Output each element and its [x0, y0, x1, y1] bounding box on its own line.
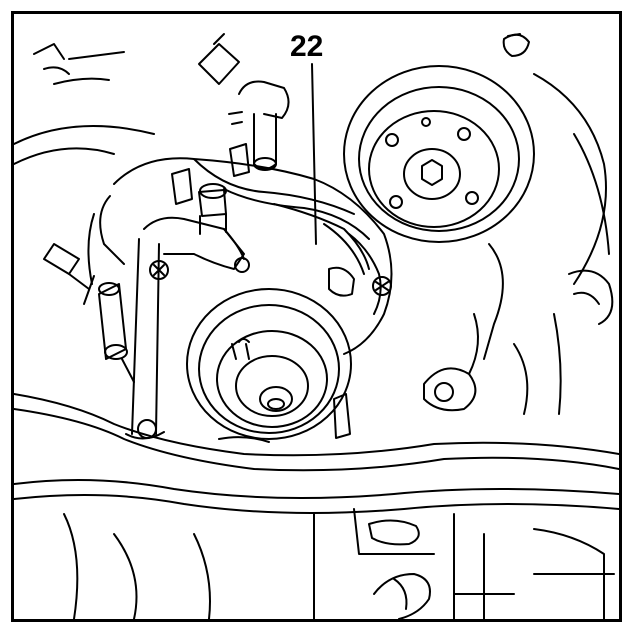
left-bolt-sleeve — [43, 243, 135, 383]
lower-housing — [63, 508, 615, 619]
pump-bottom-tab — [218, 393, 351, 443]
technician-hand — [373, 573, 431, 619]
pump-bolt-right — [372, 276, 392, 296]
callout-leader — [311, 63, 317, 245]
water-pump-housing — [87, 157, 393, 355]
engine-block-right — [423, 73, 614, 415]
top-right-bolt — [502, 33, 530, 57]
coolant-hose-stub — [228, 80, 290, 171]
tensioner-rod — [125, 238, 169, 440]
drive-belt — [14, 393, 619, 514]
callout-22: 22 — [290, 30, 324, 63]
water-pump-pulley — [186, 288, 352, 440]
upper-pulley — [343, 65, 535, 243]
belt-tensioner-arm — [143, 143, 250, 273]
illustration-frame: 22 — [11, 11, 622, 622]
engine-illustration — [14, 33, 619, 619]
small-bracket — [198, 33, 240, 85]
upper-left-bracket — [14, 43, 155, 165]
